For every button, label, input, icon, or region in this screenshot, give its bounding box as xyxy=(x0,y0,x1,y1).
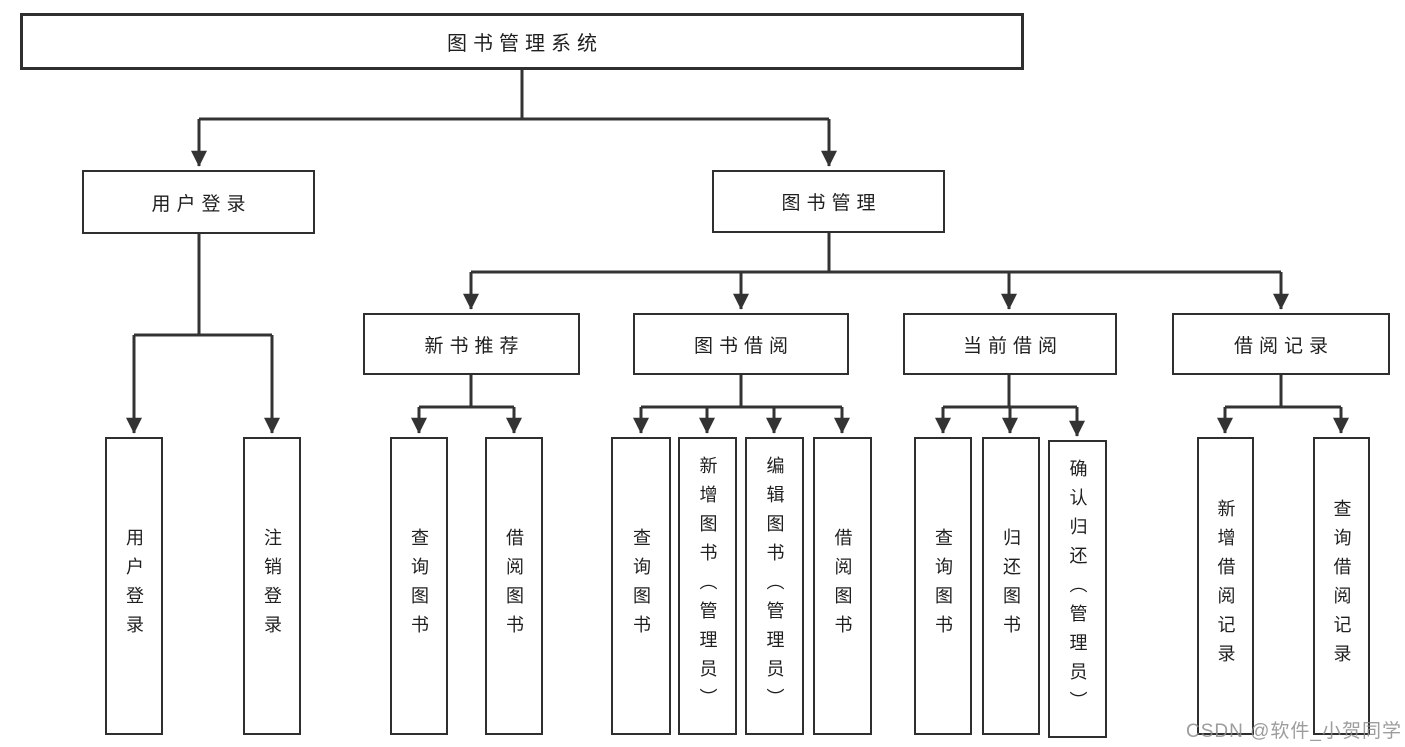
node-library-management-system: 图书管理系统 xyxy=(20,13,1024,70)
connector-newbooks xyxy=(419,375,514,409)
node-label: 图书借阅 xyxy=(693,335,794,357)
leaf-label: 借阅图书 xyxy=(504,528,524,644)
leaf-label: 编辑图书（管理员） xyxy=(764,455,785,717)
leaf-label: 确认归还（管理员） xyxy=(1067,458,1088,720)
connector-root xyxy=(199,70,829,121)
node-label: 借阅记录 xyxy=(1233,335,1334,357)
connector-borrowing xyxy=(641,375,842,409)
leaf-label: 查询图书 xyxy=(933,528,953,644)
leaf-label: 查询图书 xyxy=(631,528,651,644)
leaf-query-books-2: 查询图书 xyxy=(611,437,671,735)
node-label: 新书推荐 xyxy=(424,335,525,357)
leaf-borrow-books-1: 借阅图书 xyxy=(485,437,543,735)
node-new-book-recommend: 新书推荐 xyxy=(363,313,580,375)
node-borrowing-records: 借阅记录 xyxy=(1172,313,1390,375)
leaf-label: 新增图书（管理员） xyxy=(697,455,718,717)
connector-bookmgmt xyxy=(471,233,1281,274)
node-label: 用户登录 xyxy=(151,193,252,215)
node-current-borrowing: 当前借阅 xyxy=(903,313,1117,375)
node-label: 当前借阅 xyxy=(962,335,1063,357)
leaf-borrow-books-2: 借阅图书 xyxy=(813,437,872,735)
leaf-label: 查询借阅记录 xyxy=(1331,499,1352,673)
leaf-label: 归还图书 xyxy=(1001,528,1021,644)
node-label: 图书管理系统 xyxy=(447,33,603,55)
leaf-query-books-3: 查询图书 xyxy=(914,437,972,735)
leaf-label: 注销登录 xyxy=(262,528,282,644)
leaf-edit-books-admin: 编辑图书（管理员） xyxy=(745,437,804,735)
node-book-borrowing: 图书借阅 xyxy=(633,313,849,375)
leaf-query-borrow-record: 查询借阅记录 xyxy=(1313,437,1370,735)
leaf-query-books-1: 查询图书 xyxy=(390,437,448,735)
connector-userlogin xyxy=(134,234,272,337)
node-label: 图书管理 xyxy=(781,193,882,214)
leaf-logout: 注销登录 xyxy=(243,437,301,735)
node-book-management: 图书管理 xyxy=(712,170,945,233)
node-user-login: 用户登录 xyxy=(82,170,315,234)
leaf-confirm-return-admin: 确认归还（管理员） xyxy=(1048,440,1107,738)
csdn-watermark: CSDN @软件_小贺同学 xyxy=(1186,721,1402,742)
leaf-user-login: 用户登录 xyxy=(105,437,163,735)
connector-current xyxy=(943,375,1077,409)
leaf-add-borrow-record: 新增借阅记录 xyxy=(1197,437,1254,735)
leaf-label: 新增借阅记录 xyxy=(1215,499,1236,673)
leaf-label: 查询图书 xyxy=(409,528,429,644)
leaf-add-books-admin: 新增图书（管理员） xyxy=(678,437,737,735)
leaf-label: 用户登录 xyxy=(124,528,144,644)
leaf-return-books: 归还图书 xyxy=(982,437,1040,735)
connector-records xyxy=(1225,375,1341,409)
leaf-label: 借阅图书 xyxy=(832,528,853,644)
